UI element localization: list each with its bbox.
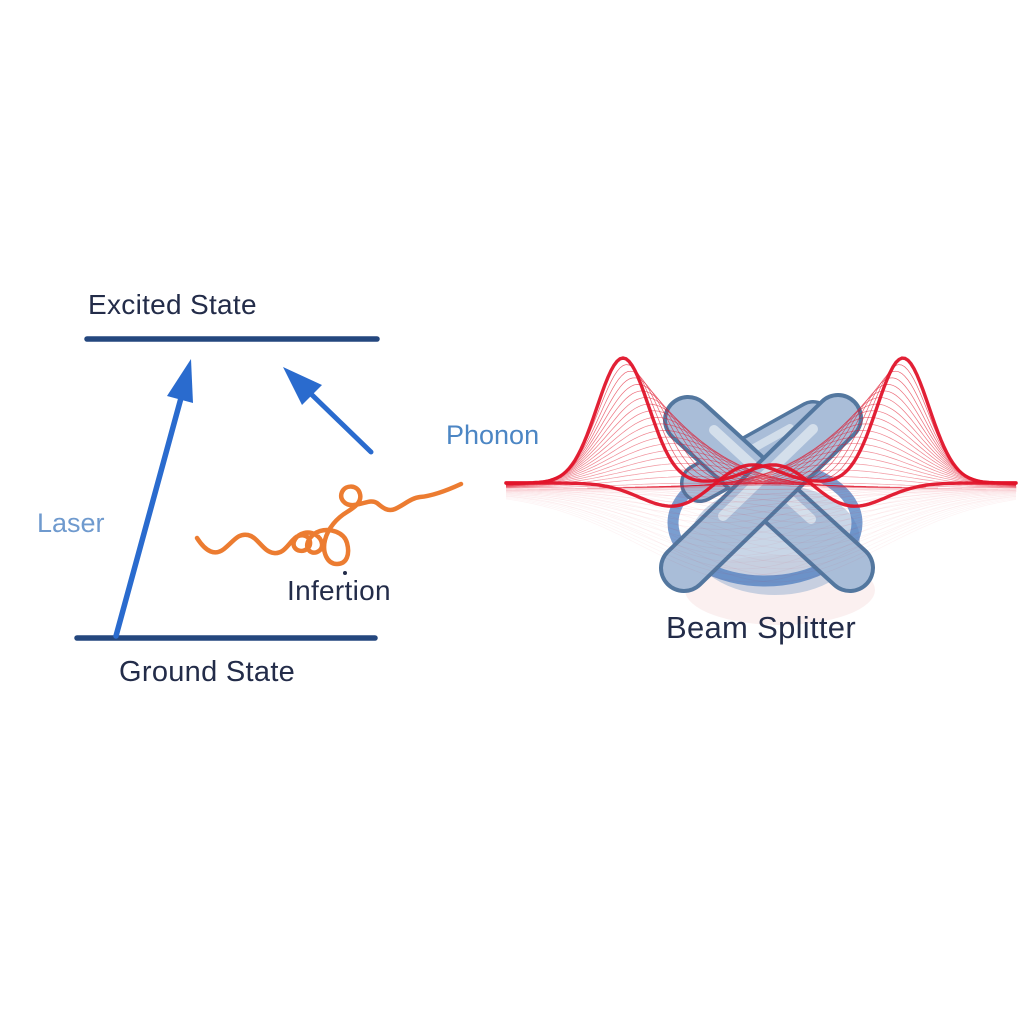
beam-splitter-bar-b: [659, 393, 863, 593]
ground-state-label: Ground State: [119, 656, 296, 688]
laser-label: Laser: [37, 508, 105, 538]
excited-state-label: Excited State: [88, 289, 257, 320]
energy-level-diagram: [74, 336, 464, 641]
interaction-label: Infertion: [287, 575, 391, 606]
beam-splitter-label: Beam Splitter: [666, 610, 856, 645]
stray-dot: [343, 571, 347, 575]
laser-arrow: [113, 359, 193, 639]
beam-splitter-illustration: [504, 356, 1018, 625]
laser-arrowhead-icon: [167, 359, 193, 403]
phonon-arrow: [283, 367, 374, 455]
wave-packet-envelopes: [504, 356, 1018, 508]
phonon-squiggle-icon: [194, 481, 464, 567]
phonon-label: Phonon: [446, 420, 540, 450]
phonon-arrowhead-icon: [283, 367, 322, 405]
